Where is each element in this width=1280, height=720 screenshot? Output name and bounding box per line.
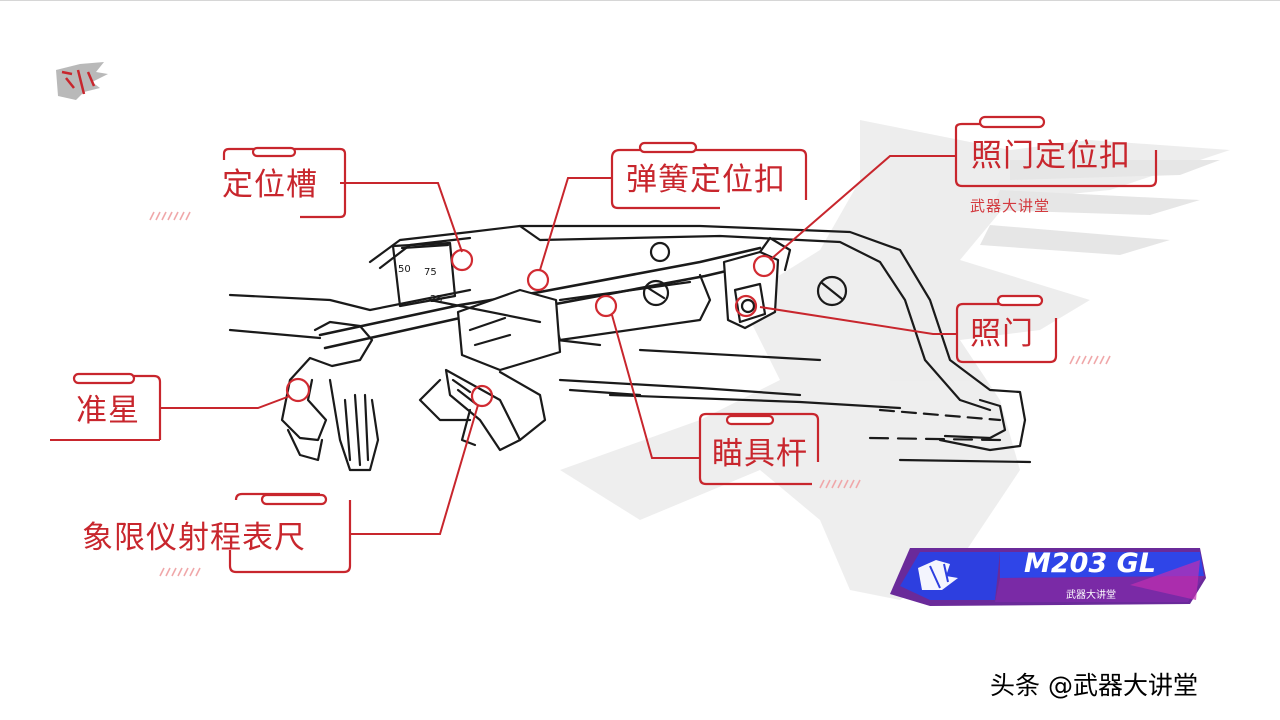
quadrant-mark-50: 50 <box>398 264 411 275</box>
leader-lines <box>50 155 957 535</box>
badge-title: M203 GL <box>1024 548 1156 579</box>
marker-zhaomen-dingwei <box>752 254 776 278</box>
watermark-text: 头条 @武器大讲堂 <box>990 671 1198 700</box>
eagle-watermark-graphic <box>560 120 1230 600</box>
label-xiangxianyi-shechengbiaochi: 象限仪射程表尺 <box>82 520 306 556</box>
hatch-decorations <box>149 211 1111 577</box>
top-border <box>0 0 1280 1</box>
label-dingweicao: 定位槽 <box>222 167 318 203</box>
label-tanhuang-dingweikou: 弹簧定位扣 <box>626 162 786 198</box>
badge-subtitle: 武器大讲堂 <box>1066 590 1116 601</box>
label-zhaomen: 照门 <box>970 316 1034 352</box>
marker-miaojugan <box>594 294 618 318</box>
label-zhunxing: 准星 <box>76 393 140 429</box>
marker-zhunxing <box>285 377 311 403</box>
badge-graphic <box>890 548 1206 606</box>
marker-tanhuang <box>526 268 550 292</box>
logo-icon <box>56 62 108 100</box>
label-frames <box>72 115 1158 574</box>
marker-dingweicao <box>450 248 474 272</box>
label-sub-wuqi: 武器大讲堂 <box>970 197 1051 215</box>
quadrant-mark-75: 75 <box>424 267 437 278</box>
label-zhaomen-dingweikou: 照门定位扣 <box>971 138 1131 174</box>
label-miaojugan: 瞄具杆 <box>712 436 808 472</box>
marker-xiangxianyi <box>470 384 494 408</box>
marker-zhaomen <box>734 294 758 318</box>
quadrant-mark-25: 25 <box>430 294 443 305</box>
